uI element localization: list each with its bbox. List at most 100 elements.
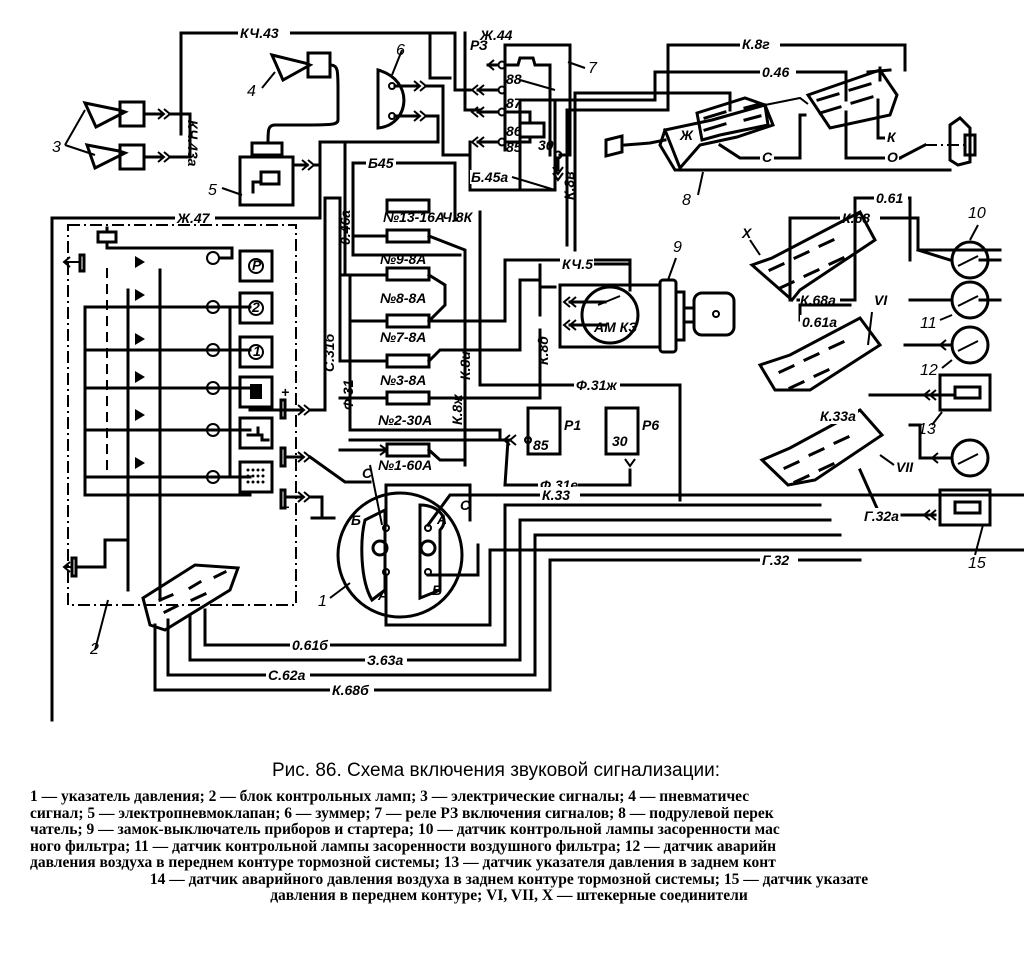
label-component-8: 8 (682, 192, 691, 209)
label-component-13: 13 (918, 421, 936, 438)
relay-terminal-88: 88 (506, 71, 522, 87)
wire-label-kch43a: КЧ.43а (185, 120, 201, 167)
gauge-terminal-a-left: А (377, 587, 388, 603)
fuse-9-label: №9-8А (380, 251, 426, 267)
svg-text:2: 2 (251, 299, 260, 315)
label-component-10: 10 (968, 205, 986, 222)
pneumatic-signal-4: 4 (247, 51, 340, 145)
electric-horns-3: 3 КЧ.43а (52, 100, 201, 171)
legend-line-1: 1 — указатель давления; 2 — блок контрол… (30, 789, 750, 805)
wire-label-f31: Ф.31 (340, 379, 356, 410)
switch8-terminal-c: С (762, 149, 773, 165)
bottom-wire-bundle: 0.61б З.63а С.62а К.68б Г.32 (153, 503, 862, 698)
relay-p6-terminal: 30 (612, 433, 628, 449)
switch8-terminal-zh: Ж (679, 127, 694, 143)
wire-label-zh44: Ж.44 (479, 27, 513, 43)
wiring-diagram: КЧ.43 3 КЧ.43а 4 5 (50, 24, 1024, 722)
steering-column-switch-8: К.8г 0.46 С Ж К О 8 (518, 36, 977, 252)
label-component-7: 7 (588, 60, 598, 77)
wire-label-k8zh: К.8ж (449, 394, 465, 425)
wire-label-c31b: С.31б (321, 333, 337, 372)
wire-label-o46: 0.46 (762, 64, 789, 80)
gauge-terminal-c-right: С (460, 497, 471, 513)
fuse-3-label: №3-8А (380, 372, 426, 388)
wire-k8v: К.8в (553, 98, 577, 200)
wire-label-k33: К.33 (542, 487, 570, 503)
fuse-2-label: №2-30А (378, 412, 432, 428)
wire-f31zh: Ф.31ж (478, 377, 682, 502)
wire-label-k8g: К.8г (742, 36, 770, 52)
label-component-9: 9 (673, 239, 682, 256)
air-filter-icon (246, 468, 265, 484)
legend-line-7: давления в переднем контуре; VI, VII, X … (270, 888, 748, 904)
relay-p6-label: Р6 (642, 417, 659, 433)
connector-vi-label: VI (874, 292, 888, 308)
connector-x-label: X (741, 225, 753, 241)
sensor-14 (908, 423, 990, 478)
wire-label-b45: Б45 (368, 155, 394, 171)
legend-line-6: 14 — датчик аварийного давления воздуха … (149, 871, 869, 888)
control-lamp-block-2: P 2 1 + − (62, 196, 372, 658)
gauge-terminal-b-right: Б (432, 582, 442, 598)
figure-title: Рис. 86. Схема включения звуковой сигнал… (272, 760, 720, 781)
wire-label-kch5: КЧ.5 (562, 256, 593, 272)
electropneumatic-valve-5: 5 (208, 140, 347, 212)
wire-label-g32: Г.32 (762, 552, 789, 568)
wire-label-k8v: К.8в (561, 171, 577, 200)
sensors: 10 11 12 13 (868, 205, 1002, 572)
wire-label-f31zh: Ф.31ж (576, 377, 617, 393)
legend-line-2: сигнал; 5 — электропневмоклапан; 6 — зум… (30, 805, 774, 822)
wire-label-o61: 0.61 (876, 190, 903, 206)
wire-label-b45a: Б.45а (471, 169, 508, 185)
ignition-switch-9: КЧ.5 АМ КЗ 9 (538, 239, 736, 354)
sensor-10: 10 (916, 205, 1002, 280)
wire-label-k33a: К.33а (820, 408, 856, 424)
label-component-4: 4 (247, 83, 256, 100)
legend-line-4: ного фильтра; 11 — датчик контрольной ла… (30, 838, 777, 855)
svg-text:1: 1 (253, 343, 261, 359)
sensor-11: 11 (908, 280, 1002, 332)
relay-terminal-rz: РЗ (470, 37, 488, 53)
label-component-1: 1 (318, 593, 327, 610)
relay-terminal-30: 30 (538, 137, 554, 153)
label-component-2: 2 (89, 641, 99, 658)
oil-filter-icon (250, 384, 262, 399)
brake-P-icon: P (248, 257, 264, 274)
gauge-terminal-c: С (362, 465, 373, 481)
connector-vii-label: VII (896, 459, 914, 475)
label-component-5: 5 (208, 182, 217, 199)
relay-p1-terminal: 85 (533, 437, 549, 453)
wire-label-z63a: З.63а (367, 652, 403, 668)
wire-zh47: Ж.47 (50, 163, 322, 722)
legend-line-5: давления воздуха в переднем контуре торм… (30, 855, 776, 871)
buzzer-6: 6 (338, 31, 557, 192)
signal-relay-7: 7 Ж.44 РЗ 88 87 86 85 30 Б.45а Б45 (351, 27, 598, 257)
wire-label-c62a: С.62а (268, 667, 306, 683)
wire-label-g32a: Г.32а (864, 508, 899, 524)
fuse-13-label: №13-16А (383, 209, 445, 225)
legend-line-3: чатель; 9 — замок-выключатель приборов и… (30, 822, 780, 838)
indicator-diodes (135, 256, 145, 469)
circuit-1-icon: 1 (248, 343, 264, 360)
sensor-12: 12 (903, 325, 990, 379)
sensor-13: 13 (868, 373, 992, 438)
relay-terminal-86: 86 (506, 123, 522, 139)
switch8-terminal-k: К (887, 129, 897, 145)
wire-label-k8i: К.8и (457, 351, 473, 380)
wire-label-zh47: Ж.47 (176, 210, 211, 226)
terminal-plus: + (281, 384, 289, 400)
pressure-gauge-1: С Б А Б А С 1 К.33 (318, 464, 1024, 627)
relay-terminal-85: 85 (506, 139, 522, 155)
label-component-15: 15 (968, 555, 986, 572)
switch8-terminal-o: О (887, 149, 898, 165)
plug-connectors: К.68 0.61 X К.68а 0.61а VI К.33 (741, 190, 1002, 524)
indicator-lamps (206, 251, 220, 484)
fuse-1-label: №1-60А (378, 457, 432, 473)
wire-label-kch43: КЧ.43 (240, 25, 279, 41)
gauge-terminal-b-left: Б (351, 512, 361, 528)
ignition-terminals: АМ КЗ (593, 319, 637, 335)
wire-label-k8d: К.8д (535, 336, 551, 365)
label-component-6: 6 (396, 42, 405, 59)
fuse-block: №13-16А №9-8А №8-8А №7-8А №3-8А №2-30А №… (321, 168, 642, 473)
label-component-11: 11 (920, 315, 937, 332)
